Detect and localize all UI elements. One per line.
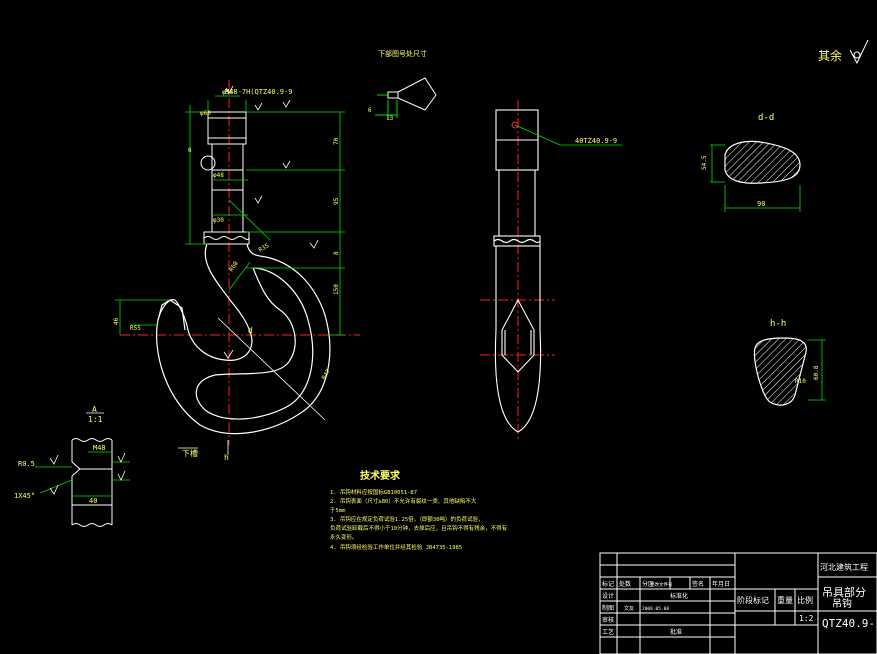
dim-40-label: 40 [89,497,97,505]
tb-mid-weight: 重量 [777,595,793,605]
tb-approve-label: 批准 [670,628,682,636]
part-ref-label: 40TZ40.9-9 [575,137,617,145]
svg-text:54.5: 54.5 [701,155,708,170]
svg-text:8: 8 [333,251,340,255]
svg-text:R35: R35 [258,242,271,254]
svg-text:70: 70 [333,137,340,145]
tb-company: 河北建筑工程 [820,562,868,572]
tb-sign-date: 2008.05.08 [642,606,669,612]
svg-text:φ30: φ30 [213,217,224,224]
tb-header-2: 处数 [619,580,631,588]
section-d-mark: d [248,326,253,335]
detail-a: A 1:1 M48 40 R0.5 1X45° [14,405,130,527]
section-hh-title: h-h [770,319,786,329]
svg-text:φ50: φ50 [222,89,233,96]
tb-drawing-no: QTZ40.9- [822,617,875,630]
tb-mid-scale: 比例 [797,595,813,605]
top-note: 下部图号处尺寸 [378,49,427,58]
tech-line-7: 4. 吊钩须经检验工作单位并经其检验 JB4735-1985 [330,543,462,551]
bottom-label: 下槽 [182,448,198,458]
section-dd-title: d-d [758,113,774,123]
tb-header-6: 年月日 [712,580,730,588]
tech-line-2: 2. 吊钩表面（尺寸≥80）不允许有裂纹一类、其他缺陷不大 [330,497,477,505]
svg-text:46: 46 [113,317,120,325]
top-detail [375,77,437,118]
tech-title: 技术要求 [360,469,401,482]
svg-text:φ48: φ48 [213,172,224,179]
tb-row-draw: 制图 [602,604,614,612]
svg-text:R55: R55 [130,325,141,332]
tb-part-name-2: 吊钩 [832,598,852,610]
tb-header-5: 签名 [692,580,704,588]
tb-row-check: 审核 [602,616,614,624]
tech-line-1: 1. 吊钩材料应按国标GB10051-87 [330,488,417,496]
chamfer-label: 1X45° [14,492,35,500]
tb-header-4: 更改文件号 [650,581,673,588]
detail-a-scale: 1:1 [88,415,103,424]
tech-requirements: 技术要求 1. 吊钩材料应按国标GB10051-87 2. 吊钩表面（尺寸≥80… [330,469,508,551]
section-dd: d-d 90 54.5 [701,113,801,212]
tb-std-label: 标准化 [670,592,688,600]
dim-m48-label: M48 [93,444,106,452]
tb-row-process: 工艺 [602,628,614,636]
title-block [599,552,877,654]
roughness-marker-icon [49,452,126,495]
svg-text:R10: R10 [795,378,806,385]
dim-90-label: 90 [757,200,765,208]
tb-header-3: 分区 [642,580,654,588]
svg-text:95: 95 [333,197,340,205]
roughness-other-label: 其余 [818,48,842,63]
dim-6-label: 6 [368,107,372,114]
tech-line-3: 于5mm [330,507,346,514]
tb-part-name-1: 吊具部分 [822,585,866,599]
section-hh: h-h 60.8 R10 [753,319,826,406]
hook-side-view: 40TZ40.9-9 [480,100,622,440]
tech-line-4: 3. 吊钩应在规定负荷试验1.25倍，（即额30吨）的负荷试验， [330,515,484,523]
svg-text:6: 6 [188,147,192,154]
dim-13-label: 13 [386,115,394,122]
svg-text:φ60: φ60 [200,110,211,117]
svg-text:150: 150 [333,284,340,295]
tb-row-design: 设计 [602,592,614,600]
hook-front-view: 70 95 8 150 φ50 46 R55 R60 R35 φ60 φ48 φ… [113,80,360,462]
tech-line-5: 负荷试验卸载后不得小于10分钟，去掉后应，且吊钩不得有残余，不得有 [330,524,508,532]
tb-header-1: 标记 [602,580,614,588]
svg-text:60.8: 60.8 [813,365,820,380]
detail-a-letter: A [92,405,97,414]
tech-line-6: 永久变形。 [330,533,358,541]
tb-sign-name: 文友 [624,605,634,612]
roughness-marker-icon [223,85,319,359]
tb-mid-stage: 阶段标记 [737,595,769,605]
roughness-symbol-icon [849,39,869,65]
tb-scale-value: 1:2 [799,614,814,623]
r05-label: R0.5 [18,460,35,468]
section-h-mark: h [224,453,229,462]
thread-spec-label: M48-7H(QTZ40.9-9 [225,88,292,96]
svg-text:R47: R47 [321,368,333,381]
